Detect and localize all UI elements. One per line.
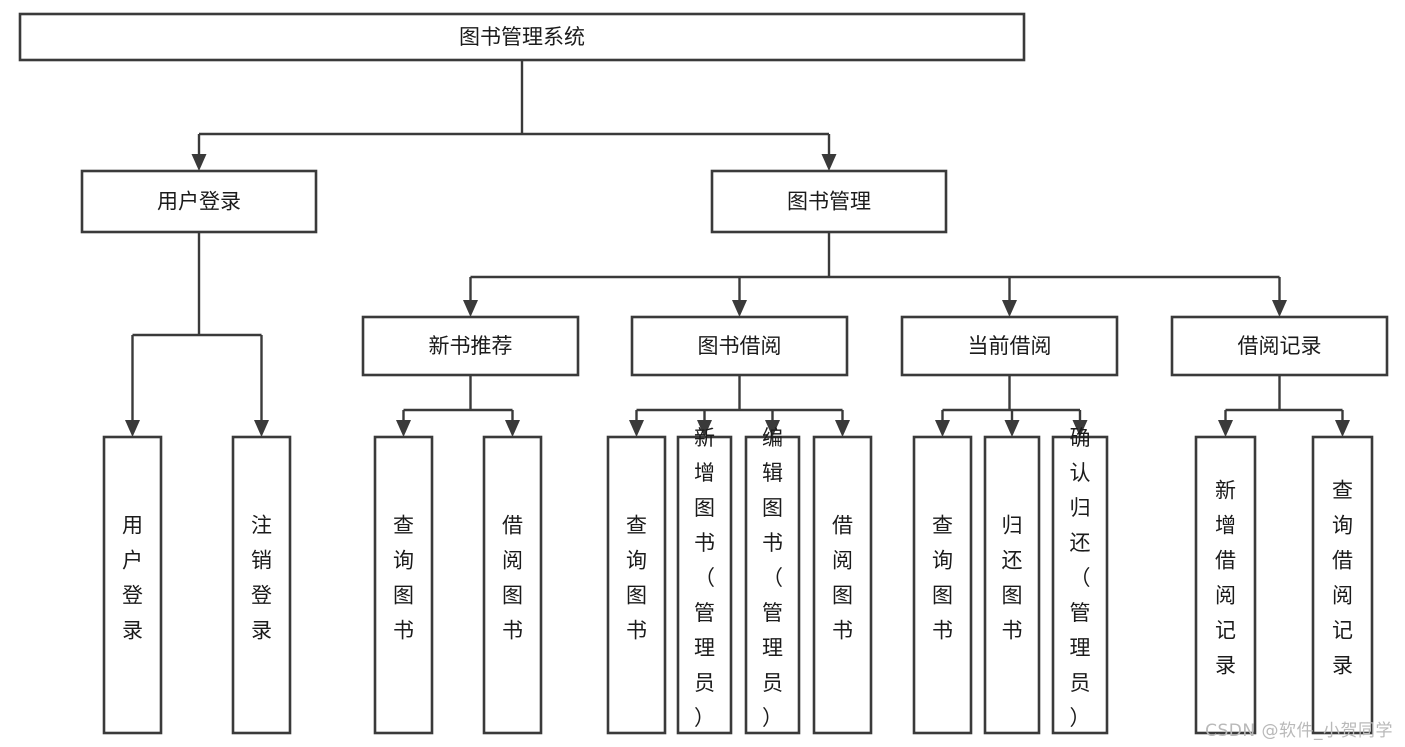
node-l-cb-return[interactable]: 归还图书 [983, 435, 1041, 735]
node-label: 用户登录 [157, 190, 241, 214]
arrow-head-icon [1272, 300, 1287, 317]
connector-group [463, 232, 1287, 317]
node-box[interactable] [18, 12, 1026, 62]
node-l-bb-borrow[interactable]: 借阅图书 [812, 435, 873, 735]
node-l-bb-add[interactable]: 新增图书（管理员） [676, 426, 733, 735]
node-l-user-login[interactable]: 用户登录 [102, 435, 163, 735]
node-box[interactable] [482, 435, 543, 735]
arrow-head-icon [1218, 420, 1233, 437]
node-label: 归还图书 [1002, 514, 1023, 643]
node-label: 图书管理系统 [459, 25, 585, 49]
node-l-bb-edit[interactable]: 编辑图书（管理员） [744, 426, 801, 735]
connector-group [1218, 375, 1350, 437]
arrow-head-icon [935, 420, 950, 437]
node-n-current[interactable]: 当前借阅 [900, 315, 1119, 377]
connector-layer [125, 60, 1350, 437]
node-box[interactable] [630, 315, 849, 377]
arrow-head-icon [505, 420, 520, 437]
node-box[interactable] [1311, 435, 1374, 735]
arrow-head-icon [254, 420, 269, 437]
connector-group [191, 60, 837, 171]
node-root[interactable]: 图书管理系统 [18, 12, 1026, 62]
node-n-book-manage[interactable]: 图书管理 [710, 169, 948, 234]
node-n-new-book[interactable]: 新书推荐 [361, 315, 580, 377]
node-box[interactable] [606, 435, 667, 735]
node-box[interactable] [900, 315, 1119, 377]
node-l-nb-query[interactable]: 查询图书 [373, 435, 434, 735]
node-n-borrow[interactable]: 图书借阅 [630, 315, 849, 377]
arrow-head-icon [125, 420, 140, 437]
arrow-head-icon [732, 300, 747, 317]
node-label: 借阅图书 [502, 514, 523, 643]
connector-group [935, 375, 1088, 437]
node-n-user-login[interactable]: 用户登录 [80, 169, 318, 234]
node-l-user-logout[interactable]: 注销登录 [231, 435, 292, 735]
arrow-head-icon [1002, 300, 1017, 317]
node-label: 查询图书 [932, 514, 953, 643]
node-box[interactable] [361, 315, 580, 377]
node-label: 用户登录 [122, 514, 143, 643]
node-box[interactable] [1194, 435, 1257, 735]
connector-group [125, 232, 269, 437]
node-l-rec-query[interactable]: 查询借阅记录 [1311, 435, 1374, 735]
node-label: 当前借阅 [968, 334, 1052, 358]
node-box[interactable] [912, 435, 973, 735]
node-label: 注销登录 [251, 514, 272, 643]
node-label: 确认归还（管理员） [1070, 426, 1091, 730]
arrow-head-icon [396, 420, 411, 437]
node-label: 图书管理 [787, 190, 871, 214]
node-l-cb-confirm[interactable]: 确认归还（管理员） [1051, 426, 1109, 735]
arrow-head-icon [821, 154, 837, 171]
node-label: 图书借阅 [698, 334, 782, 358]
connector-group [629, 375, 850, 437]
node-box[interactable] [80, 169, 318, 234]
connector-group [396, 375, 520, 437]
node-box[interactable] [1170, 315, 1389, 377]
node-l-bb-query[interactable]: 查询图书 [606, 435, 667, 735]
node-box[interactable] [744, 435, 801, 735]
node-l-cb-query[interactable]: 查询图书 [912, 435, 973, 735]
arrow-head-icon [835, 420, 850, 437]
node-box[interactable] [231, 435, 292, 735]
node-label: 借阅图书 [832, 514, 853, 643]
node-label: 新书推荐 [429, 334, 513, 358]
node-label: 查询图书 [393, 514, 414, 643]
node-label: 借阅记录 [1238, 334, 1322, 358]
node-box[interactable] [373, 435, 434, 735]
node-label: 新增图书（管理员） [694, 426, 715, 730]
node-label: 新增借阅记录 [1215, 479, 1236, 678]
node-box[interactable] [710, 169, 948, 234]
node-n-record[interactable]: 借阅记录 [1170, 315, 1389, 377]
arrow-head-icon [1004, 420, 1020, 437]
arrow-head-icon [697, 420, 712, 437]
node-l-rec-add[interactable]: 新增借阅记录 [1194, 435, 1257, 735]
node-l-nb-borrow[interactable]: 借阅图书 [482, 435, 543, 735]
node-box[interactable] [1051, 435, 1109, 735]
node-layer: 图书管理系统用户登录图书管理新书推荐图书借阅当前借阅借阅记录用户登录注销登录查询… [18, 12, 1389, 735]
arrow-head-icon [1072, 420, 1088, 437]
node-box[interactable] [676, 435, 733, 735]
arrow-head-icon [1335, 420, 1350, 437]
node-label: 编辑图书（管理员） [762, 426, 783, 730]
arrow-head-icon [629, 420, 644, 437]
arrow-head-icon [765, 420, 780, 437]
node-box[interactable] [102, 435, 163, 735]
node-label: 查询图书 [626, 514, 647, 643]
node-label: 查询借阅记录 [1332, 479, 1353, 678]
node-box[interactable] [983, 435, 1041, 735]
arrow-head-icon [463, 300, 478, 317]
arrow-head-icon [191, 154, 207, 171]
node-box[interactable] [812, 435, 873, 735]
